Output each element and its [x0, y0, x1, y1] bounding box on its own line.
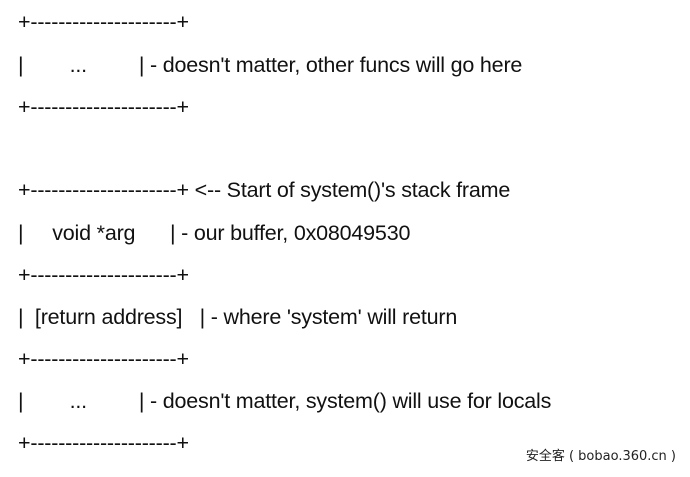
frame-row-arg: | void *arg | - our buffer, 0x08049530 [18, 221, 411, 245]
frame-border-bottom: +---------------------+ [18, 431, 189, 455]
frame-border: +---------------------+ [18, 263, 189, 287]
frame-border-top: +---------------------+ [18, 10, 189, 34]
frame-border: +---------------------+ [18, 95, 189, 119]
frame-row-other-funcs: | ... | - doesn't matter, other funcs wi… [18, 53, 523, 77]
frame-row-return-address: | [return address] | - where 'system' wi… [18, 305, 458, 329]
frame-row-locals: | ... | - doesn't matter, system() will … [18, 389, 552, 413]
frame-border: +---------------------+ [18, 347, 189, 371]
frame-border-system-start: +---------------------+ <-- Start of sys… [18, 178, 511, 202]
watermark: 安全客 ( bobao.360.cn ) [525, 449, 676, 464]
